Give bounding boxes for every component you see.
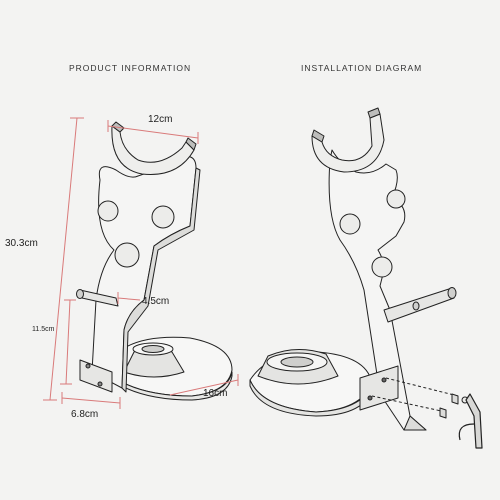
dim-line-height-total: [49, 117, 78, 401]
installation-diagram-heading: INSTALLATION DIAGRAM: [301, 63, 423, 73]
dim-line-width-top: [107, 125, 199, 139]
screw-dashed-paths: [371, 377, 459, 413]
screws: [439, 393, 469, 419]
label-height-total: 30.3cm: [5, 238, 38, 249]
left-hook-peg: [76, 289, 119, 307]
left-main-panel: [91, 155, 201, 393]
dimension-lines: [43, 117, 239, 409]
label-hook-height: 11.5cm: [32, 326, 55, 333]
left-cup-holder: [123, 342, 185, 378]
right-main-panel: [328, 149, 427, 431]
label-base-width: 6.8cm: [71, 409, 98, 420]
right-cup-holder: [257, 349, 339, 385]
dim-line-hook-diameter: [117, 297, 141, 301]
right-u-cradle: [311, 107, 385, 173]
installation-drawing: [249, 107, 483, 449]
dim-line-base-width: [61, 397, 121, 404]
label-base-depth: 16cm: [203, 388, 227, 399]
label-hook-diameter: 4.5cm: [142, 296, 169, 307]
dim-line-base-depth: [169, 379, 239, 396]
product-drawing: [76, 121, 233, 401]
dim-line-hook-height: [65, 299, 71, 385]
right-mount-plate: [359, 365, 399, 411]
product-information-heading: PRODUCT INFORMATION: [69, 63, 192, 73]
right-hook-peg: [383, 287, 457, 323]
label-width-top: 12cm: [148, 114, 172, 125]
allen-key-icon: [458, 393, 483, 449]
left-mount-plate: [79, 359, 113, 393]
